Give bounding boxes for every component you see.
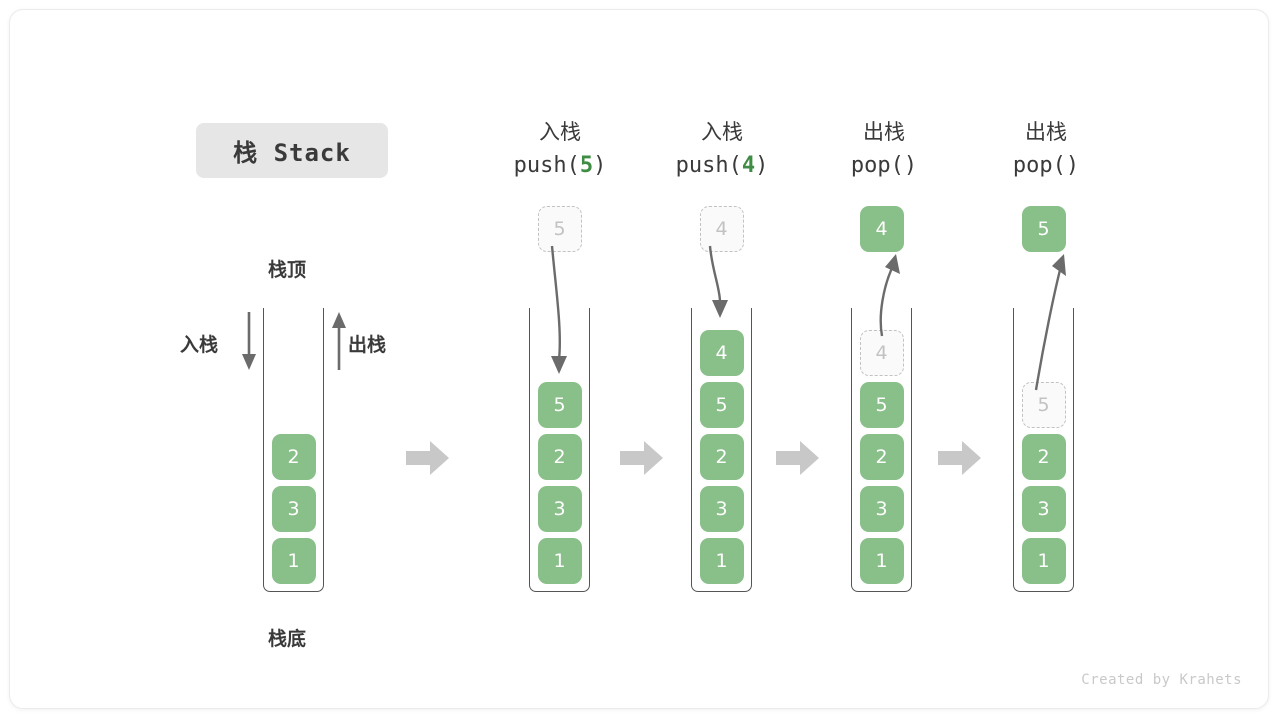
- stack-cell: 3: [1021, 486, 1066, 532]
- stack-cell: 3: [859, 486, 904, 532]
- column-header-push-5: 入栈 push(5): [480, 115, 640, 183]
- column-code-label: push(4): [675, 153, 769, 178]
- pop-motion-arrow-4: [879, 254, 900, 337]
- column-op-label: 出栈: [863, 120, 905, 144]
- pending-push-item: 5: [537, 206, 582, 252]
- column-header-push-4: 入栈 push(4): [642, 115, 802, 183]
- stack-cell: 3: [537, 486, 582, 532]
- step-arrow-1: [406, 441, 449, 475]
- stack-container-pop-1: [851, 308, 912, 592]
- column-code-label: pop(): [850, 153, 918, 178]
- popped-item: 4: [859, 206, 904, 252]
- column-op-label: 入栈: [539, 120, 581, 144]
- stack-cell: 1: [271, 538, 316, 584]
- pop-direction-label: 出栈: [348, 334, 387, 356]
- diagram-card: 栈 Stack 栈顶 栈底 入栈 出栈 2 3 1 入栈 push(5) 入栈 pu…: [9, 9, 1269, 709]
- stack-cell: 2: [859, 434, 904, 480]
- column-op-label: 入栈: [701, 120, 743, 144]
- stack-cell: 1: [859, 538, 904, 584]
- push-motion-arrow-5: [550, 245, 567, 374]
- column-op-label: 出栈: [1025, 120, 1067, 144]
- step-arrow-3: [776, 441, 819, 475]
- pop-direction-arrow: [332, 312, 346, 370]
- push-motion-arrow-4: [708, 245, 728, 318]
- watermark-credit: Created by Krahets: [1081, 672, 1242, 688]
- column-header-pop-1: 出栈 pop(): [804, 115, 964, 183]
- stack-cell-ghost: 4: [859, 330, 904, 376]
- stack-cell: 3: [699, 486, 744, 532]
- stack-cell: 2: [699, 434, 744, 480]
- popped-item: 5: [1021, 206, 1066, 252]
- step-arrow-2: [620, 441, 663, 475]
- column-code-label: push(5): [513, 153, 607, 178]
- stack-cell: 1: [699, 538, 744, 584]
- column-header-pop-2: 出栈 pop(): [966, 115, 1126, 183]
- step-arrow-4: [938, 441, 981, 475]
- page-title: 栈 Stack: [196, 123, 388, 178]
- stack-container-pop-2: [1013, 308, 1074, 592]
- stack-cell: 1: [1021, 538, 1066, 584]
- pending-push-item: 4: [699, 206, 744, 252]
- stack-cell: 3: [271, 486, 316, 532]
- stack-cell: 5: [859, 382, 904, 428]
- push-direction-label: 入栈: [180, 334, 219, 356]
- stack-cell: 4: [699, 330, 744, 376]
- stack-cell: 1: [537, 538, 582, 584]
- stack-bottom-label: 栈底: [268, 628, 307, 650]
- stack-cell: 2: [271, 434, 316, 480]
- stack-cell: 2: [537, 434, 582, 480]
- stack-top-label: 栈顶: [268, 259, 307, 281]
- stack-cell: 5: [699, 382, 744, 428]
- column-code-label: pop(): [1012, 153, 1080, 178]
- pop-motion-arrow-5: [1034, 254, 1066, 391]
- stack-container-push-5: [529, 308, 590, 592]
- stack-cell: 5: [537, 382, 582, 428]
- stack-container-initial: [263, 308, 324, 592]
- stack-container-push-4: [691, 308, 752, 592]
- stack-cell: 2: [1021, 434, 1066, 480]
- stack-cell-ghost: 5: [1021, 382, 1066, 428]
- push-direction-arrow: [242, 312, 256, 370]
